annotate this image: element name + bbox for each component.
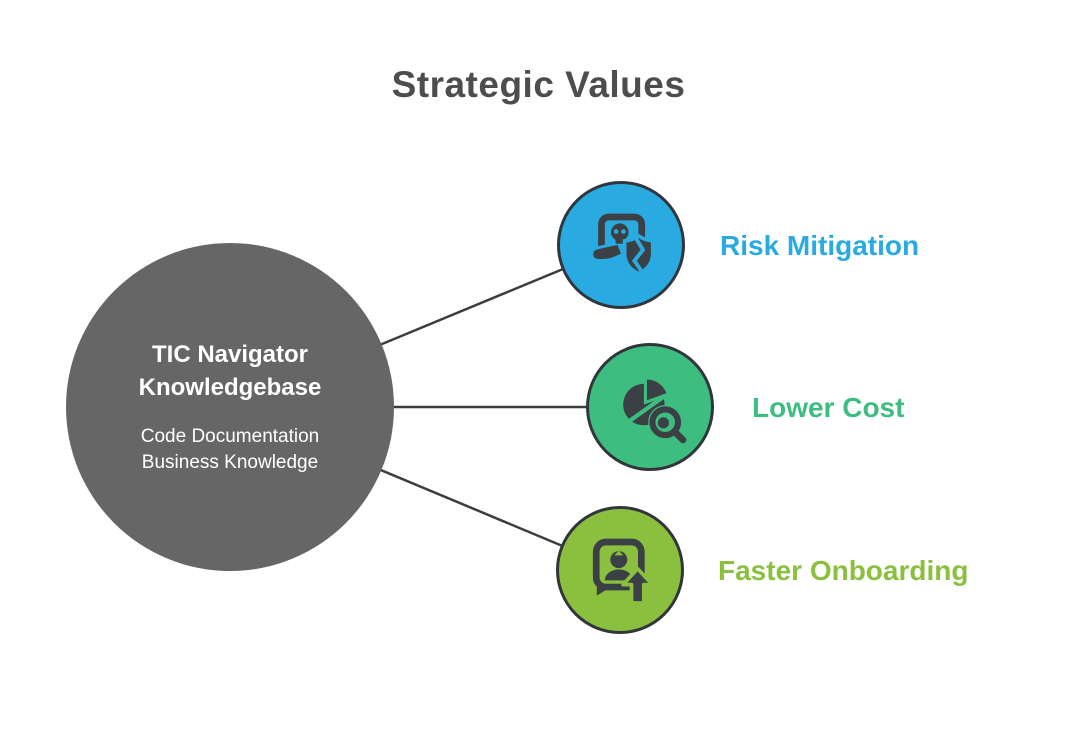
hub-subtitle: Code Documentation Business Knowledge: [141, 424, 320, 476]
node-faster-onboarding: [556, 506, 684, 634]
id-card-up-arrow-icon: [592, 538, 655, 605]
node-lower-cost: [586, 343, 714, 471]
page-title: Strategic Values: [391, 64, 686, 105]
node-risk-mitigation: [557, 181, 685, 309]
hub-title-line2: Knowledgebase: [138, 373, 322, 401]
hub-circle: TIC Navigator Knowledgebase Code Documen…: [66, 243, 394, 571]
hub-title-line1: TIC Navigator: [151, 340, 309, 368]
hub-subtitle-line2: Business Knowledge: [141, 452, 319, 474]
label-lower-cost: Lower Cost: [752, 392, 905, 423]
label-risk-mitigation: Risk Mitigation: [720, 230, 920, 261]
hub-title: TIC Navigator Knowledgebase: [139, 338, 322, 404]
hub-subtitle-line1: Code Documentation: [140, 425, 320, 447]
pie-chart-magnifier-icon: [623, 379, 687, 444]
laptop-skull-broken-shield-icon: [590, 213, 655, 276]
label-faster-onboarding: Faster Onboarding: [718, 555, 969, 586]
